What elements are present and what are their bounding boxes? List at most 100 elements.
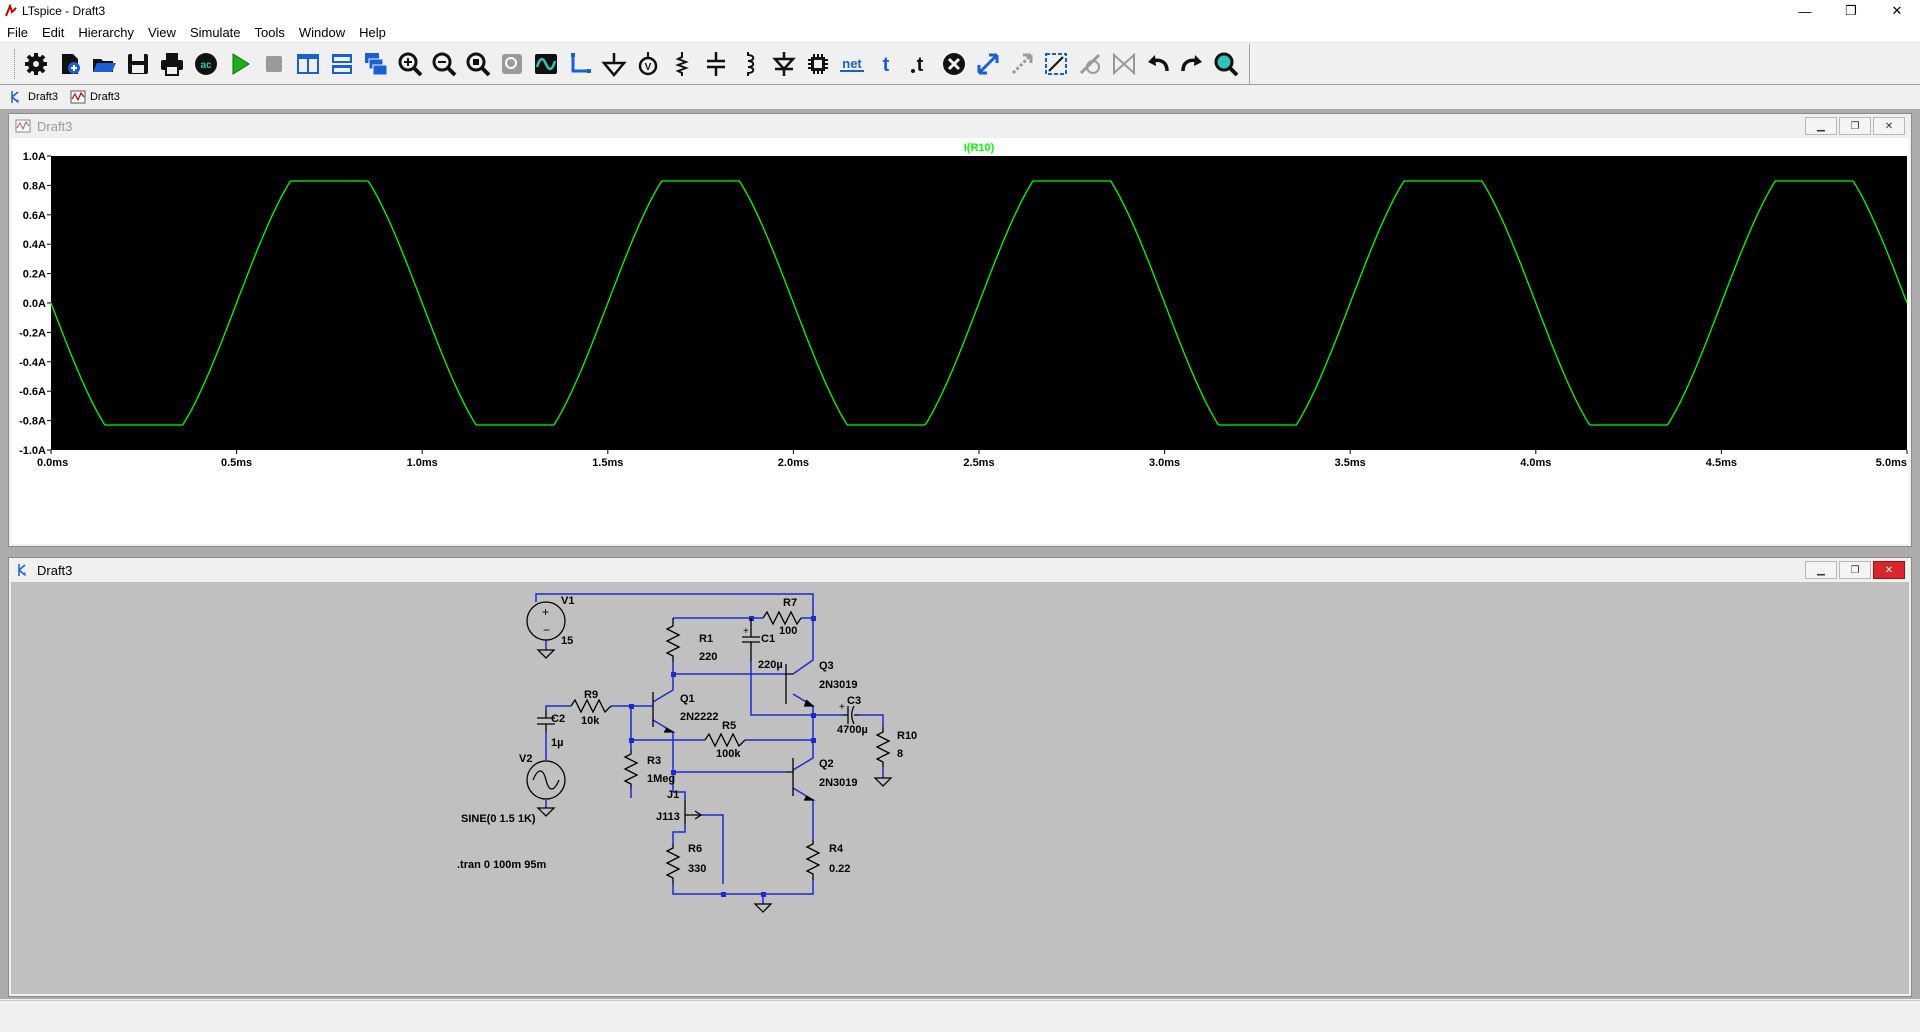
q2-symbol — [786, 758, 794, 796]
v1-value: 15 — [561, 635, 573, 647]
schematic-canvas[interactable]: + − + + V1 15 V2 SINE(0 1.5 1K) R1 220 R… — [11, 582, 1909, 994]
waveform-button[interactable] — [529, 47, 563, 81]
tab-schematic-draft3[interactable]: Draft3 — [8, 89, 58, 105]
undo-button[interactable] — [1141, 47, 1175, 81]
junction-dot — [629, 738, 634, 743]
tile-horizontal-button[interactable] — [325, 47, 359, 81]
schematic-drawing[interactable]: + − + + V1 15 V2 SINE(0 1.5 1K) R1 220 R… — [11, 582, 1909, 994]
r9-symbol — [570, 698, 612, 714]
junction-dot — [761, 892, 766, 897]
waveform-window-titlebar[interactable]: Draft3 ▁ ❐ ✕ — [9, 114, 1911, 138]
q3-name: Q3 — [819, 660, 834, 672]
schematic-window-title: Draft3 — [37, 562, 73, 578]
schematic-window-titlebar[interactable]: Draft3 ▁ ❐ ✕ — [9, 558, 1911, 582]
waveform-close-button[interactable]: ✕ — [1873, 117, 1905, 135]
close-button[interactable]: ✕ — [1891, 3, 1903, 18]
spice-directive-button[interactable]: t — [903, 47, 937, 81]
zoom-cancel-button[interactable] — [495, 47, 529, 81]
menu-window[interactable]: Window — [298, 24, 346, 40]
menu-simulate[interactable]: Simulate — [189, 24, 241, 40]
r7-name: R7 — [783, 597, 797, 609]
c3-name: C3 — [847, 695, 861, 707]
print-icon — [161, 52, 183, 76]
settings-button[interactable] — [19, 47, 53, 81]
minimize-button[interactable]: — — [1798, 3, 1812, 19]
move-button[interactable] — [971, 47, 1005, 81]
x-tick-label: 4.0ms — [1520, 457, 1551, 469]
text-button[interactable]: t — [869, 47, 903, 81]
menu-view[interactable]: View — [147, 24, 176, 40]
junction-dot — [721, 892, 726, 897]
r4-name: R4 — [829, 843, 844, 855]
capacitor-button[interactable] — [699, 47, 733, 81]
ground-symbol — [536, 807, 556, 817]
tile-vertical-button[interactable] — [291, 47, 325, 81]
waveform-restore-button[interactable]: ❐ — [1839, 117, 1871, 135]
open-button[interactable] — [87, 47, 121, 81]
y-tick-label: -1.0A — [19, 445, 46, 457]
tab-waveform-draft3[interactable]: Draft3 — [70, 89, 120, 105]
new-schematic-icon — [62, 53, 80, 74]
r1-value: 220 — [699, 651, 717, 663]
window-tab-strip: Draft3 Draft3 — [0, 86, 1920, 108]
ground-button[interactable] — [597, 47, 631, 81]
find-button[interactable] — [1209, 47, 1243, 81]
schematic-icon — [18, 564, 26, 576]
component-button[interactable] — [801, 47, 835, 81]
menu-edit[interactable]: Edit — [41, 24, 65, 40]
schematic-close-button[interactable]: ✕ — [1873, 561, 1905, 579]
ac-icon: ac — [195, 52, 217, 75]
zoom-in-icon — [398, 52, 423, 76]
print-button[interactable] — [155, 47, 189, 81]
schematic-restore-button[interactable]: ❐ — [1839, 561, 1871, 579]
menu-tools[interactable]: Tools — [254, 24, 285, 40]
menu-hierarchy[interactable]: Hierarchy — [78, 24, 134, 40]
r5-name: R5 — [722, 720, 736, 732]
run-button[interactable] — [223, 47, 257, 81]
delete-button[interactable] — [937, 47, 971, 81]
q3-symbol — [785, 664, 793, 704]
schematic-minimize-button[interactable]: ▁ — [1805, 561, 1837, 579]
v2-value: SINE(0 1.5 1K) — [461, 813, 536, 825]
spice-directive[interactable]: .tran 0 100m 95m — [457, 859, 546, 871]
halt-button[interactable] — [257, 47, 291, 81]
redo-button[interactable] — [1175, 47, 1209, 81]
wire-button[interactable] — [563, 47, 597, 81]
wire-q3-collector — [792, 618, 814, 675]
waveform-plot[interactable]: I(R10)1.0A0.8A0.6A0.4A0.2A0.0A-0.2A-0.4A… — [11, 138, 1909, 544]
rotate-button[interactable] — [1039, 47, 1073, 81]
new-schematic-button[interactable] — [53, 47, 87, 81]
toolbar-grip[interactable] — [14, 48, 17, 79]
cascade-button[interactable] — [359, 47, 393, 81]
c1-symbol — [742, 618, 760, 662]
restore-button[interactable]: ❐ — [1845, 3, 1857, 18]
drag-button[interactable] — [1005, 47, 1039, 81]
schematic-icon — [11, 91, 19, 103]
label-net-button[interactable]: V — [631, 47, 665, 81]
y-tick-label: 0.4A — [23, 239, 46, 251]
flip-button[interactable] — [1107, 47, 1141, 81]
mirror-icon — [1079, 53, 1101, 74]
schematic-window[interactable]: Draft3 ▁ ❐ ✕ — [8, 557, 1912, 997]
mirror-button[interactable] — [1073, 47, 1107, 81]
c3-value: 4700µ — [837, 724, 868, 736]
run-icon — [232, 52, 250, 75]
save-button[interactable] — [121, 47, 155, 81]
net-name-button[interactable]: net — [835, 47, 869, 81]
resistor-button[interactable] — [665, 47, 699, 81]
r6-symbol — [665, 844, 681, 884]
zoom-out-button[interactable] — [427, 47, 461, 81]
zoom-fit-button[interactable] — [461, 47, 495, 81]
waveform-minimize-button[interactable]: ▁ — [1805, 117, 1837, 135]
ac-analysis-button[interactable]: ac — [189, 47, 223, 81]
x-tick-label: 3.5ms — [1335, 457, 1366, 469]
open-icon — [93, 58, 116, 72]
zoom-in-button[interactable] — [393, 47, 427, 81]
menu-help[interactable]: Help — [359, 24, 386, 40]
diode-button[interactable] — [767, 47, 801, 81]
inductor-button[interactable] — [733, 47, 767, 81]
menu-file[interactable]: File — [7, 24, 28, 40]
